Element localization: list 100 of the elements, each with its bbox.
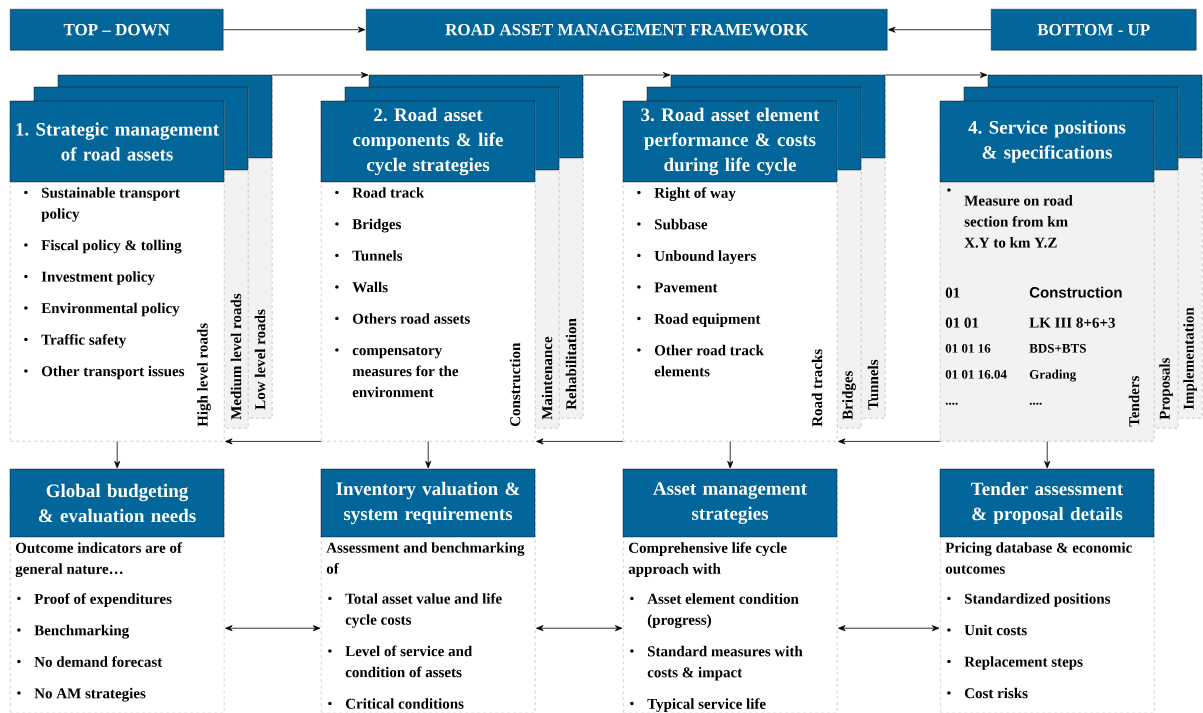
vertical-label: Maintenance [541, 336, 553, 420]
bullet-list: Pricing database & economic outcomes Standardized positions Unit costs Replacement steps Cost risks [945, 542, 1132, 699]
arrow [583, 72, 671, 78]
node-label: Unbound layers [654, 250, 756, 264]
node-label: No demand forecast [34, 656, 163, 667]
node-label: Measure on road section from km X.Y to km Y.Z [964, 195, 1073, 248]
card [939, 100, 1155, 442]
vertical-label: Road tracks [811, 349, 823, 427]
card-title: 2. Road asset components & life cycle strategies [353, 107, 503, 176]
node-label: Total asset value and life cycle costs [345, 593, 502, 628]
node-label: Grading [1029, 369, 1077, 382]
bullet-list: Right of way Subbase Unbound layers Pavement Road equipment Other road track elements [637, 187, 764, 377]
vertical-label: Construction [509, 342, 521, 427]
node-label: Road equipment [654, 313, 761, 327]
arrow [114, 441, 121, 469]
node-label: Environmental policy [41, 302, 180, 317]
node-label: Subbase [655, 218, 708, 230]
bullet-list: Road track Bridges Tunnels Walls Others road assets compensatory measures for the environment [335, 187, 470, 398]
arrow [536, 438, 624, 445]
node-label: Outcome indicators are of general nature… [15, 542, 183, 578]
header-box: TOP – DOWN [10, 9, 224, 51]
bullet-list: Comprehensive life cycle approach with Asset element condition (progress) Standard measures with costs & impact Typical service life [628, 542, 803, 712]
node-label: Other road track elements [654, 344, 764, 377]
arrow [888, 26, 992, 33]
node-label: Road track [352, 187, 425, 198]
arrow [536, 625, 623, 632]
vertical-label: Proposals [1159, 357, 1173, 420]
card-title: 1. Strategic management of road assets [16, 122, 219, 161]
card-title: 3. Road asset element performance & costs during life cycle [641, 107, 820, 176]
node-label: Comprehensive life cycle approach with [628, 542, 787, 577]
bullet-list: Outcome indicators are of general nature… Proof of expenditures Benchmarking No demand forecast No AM strategies [15, 542, 183, 702]
node-label: Unit costs [964, 624, 1027, 636]
node-label: 01 01 [945, 317, 979, 328]
node-label: Level of service and condition of assets [345, 645, 473, 678]
arrow [223, 26, 366, 33]
node-label: Walls [352, 281, 388, 293]
vertical-label: High level roads [197, 323, 211, 427]
arrow [838, 438, 941, 445]
card [9, 100, 225, 442]
node-label: Investment policy [41, 271, 155, 285]
node-label: 01 01 16 [945, 343, 991, 353]
node-label: No AM strategies [34, 687, 146, 702]
node-label: Pavement [654, 282, 718, 293]
node-label: Replacement steps [964, 656, 1083, 670]
arrow [225, 438, 322, 445]
arrow [425, 441, 432, 469]
arrow [885, 72, 988, 78]
card-title: Tender assessment & proposal details [971, 481, 1124, 525]
node-label: Typical service life [647, 698, 766, 712]
node-label: Critical conditions [345, 698, 464, 709]
bullet-list: Assessment and benchmarking of Total asset value and life cycle costs Level of service and condition of assets Critical conditions [326, 542, 525, 709]
node-label: Benchmarking [34, 624, 130, 639]
arrow [272, 72, 369, 78]
node-label: Proof of expenditures [34, 593, 172, 607]
node-label: Traffic safety [41, 334, 127, 348]
vertical-label: Tunnels [867, 359, 879, 410]
node-label: Standard measures with costs & impact [647, 645, 803, 681]
card-title: Global budgeting & evaluation needs [38, 483, 196, 523]
card-title: Asset management strategies [653, 482, 807, 524]
bullet-list: Sustainable transport policy Fiscal policy & tolling Investment policy Environmental policy Traffic safety Other transport issues [24, 187, 185, 380]
vertical-label: Bridges [842, 371, 856, 420]
node-label: Bridges [352, 218, 402, 233]
node-label: .... [1029, 402, 1042, 405]
header-box: ROAD ASSET MANAGEMENT FRAMEWORK [366, 9, 888, 51]
node-label: 01 [945, 287, 960, 298]
node-label: Assessment and benchmarking of [326, 542, 525, 574]
vertical-label: Implementation [1183, 307, 1197, 410]
spec-list: Measure on road section from km X.Y to km Y.Z 01 Construction 01 01 LK III 8+6+3 01 01 16 BDS+BTS 01 01 16.04 Grading .... .... [945, 188, 1122, 405]
node-label: Sustainable transport policy [41, 187, 180, 222]
node-label: LK III 8+6+3 [1029, 317, 1115, 328]
node-label: Asset element condition (progress) [647, 593, 799, 629]
node-label: .... [945, 402, 958, 405]
arrow [727, 441, 734, 469]
node-label: Cost risks [964, 687, 1028, 699]
card-title: Inventory valuation & system requirements [336, 481, 520, 525]
node-label: compensatory measures for the environment [352, 346, 459, 398]
vertical-label: Low level roads [254, 309, 266, 410]
header-box: BOTTOM - UP [991, 9, 1197, 51]
arrow [1044, 441, 1051, 469]
card [320, 100, 536, 442]
node-label: Tunnels [352, 250, 403, 261]
vertical-label: Tenders [1128, 376, 1140, 427]
node-label: Pricing database & economic outcomes [945, 542, 1132, 574]
arrow [225, 625, 321, 632]
node-label: Standardized positions [965, 593, 1111, 607]
node-label: Others road assets [352, 313, 470, 324]
card [622, 468, 838, 713]
node-label: 01 01 16.04 [945, 369, 1007, 379]
card-title: 4. Service positions & specifications [968, 120, 1126, 163]
node-label: Right of way [654, 187, 736, 202]
card [9, 468, 225, 713]
vertical-label: Rehabilitation [565, 318, 577, 410]
card [939, 468, 1155, 713]
arrow [838, 625, 940, 632]
node-label: Fiscal policy & tolling [41, 239, 182, 254]
vertical-label: Medium level roads [230, 293, 242, 420]
node-label: BDS+BTS [1029, 343, 1086, 353]
card [320, 468, 536, 713]
node-label: Other transport issues [41, 365, 185, 380]
node-label: Construction [1029, 286, 1122, 298]
